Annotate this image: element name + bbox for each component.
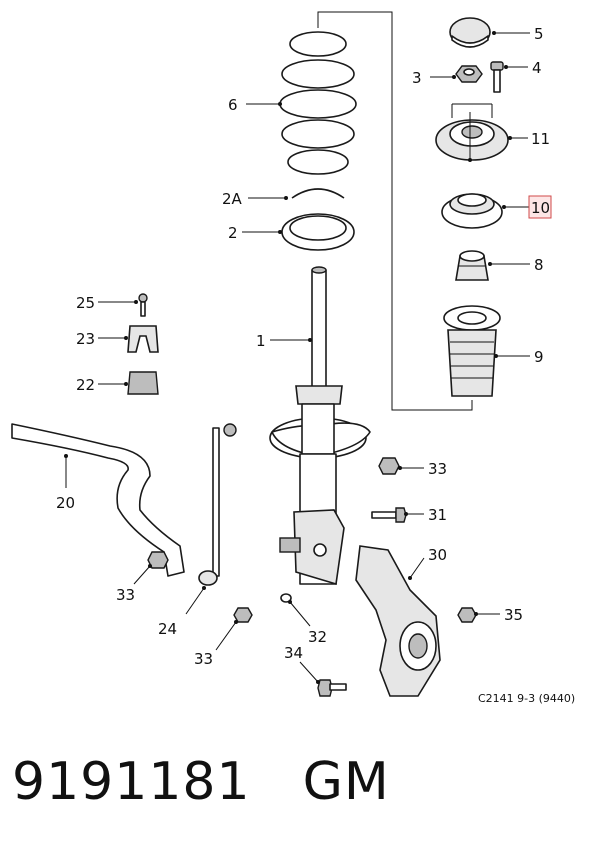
- callout-1: 1: [256, 332, 266, 350]
- callout-2: 2: [228, 224, 238, 242]
- part-4-bolt: [490, 61, 504, 93]
- callout-33-upper: 33: [428, 460, 447, 478]
- part-number: 9191181: [12, 752, 251, 812]
- callout-23: 23: [76, 330, 95, 348]
- part-22-bushing: [127, 371, 159, 395]
- callout-8: 8: [534, 256, 544, 274]
- callout-2a: 2A: [222, 190, 243, 208]
- part-33-nut-upper: [378, 457, 400, 475]
- part-32-washer: [280, 593, 292, 603]
- part-35-nut: [457, 607, 477, 623]
- callout-33-lower: 33: [194, 650, 213, 668]
- part-5-dust-cap: [449, 17, 491, 48]
- assembly-frame-line: [317, 11, 473, 411]
- part-33-nut-lower: [233, 607, 253, 623]
- part-3-nut: [455, 65, 483, 83]
- callout-4: 4: [532, 59, 542, 77]
- part-1-strut-assembly: [269, 266, 371, 586]
- callout-30: 30: [428, 546, 447, 564]
- part-24-stabilizer-link: [198, 423, 237, 586]
- brand-label: GM: [302, 752, 390, 812]
- callout-5: 5: [534, 25, 544, 43]
- part-6-coil-spring: [279, 31, 357, 175]
- callout-10: 10: [531, 199, 550, 217]
- part-number-footer: 9191181 GM: [12, 752, 592, 832]
- callout-10-highlight: [528, 195, 552, 219]
- part-20-stabilizer-bar: [11, 423, 185, 577]
- part-25-bolt: [138, 293, 148, 317]
- part-9-dust-boot: [443, 305, 501, 397]
- part-10-bearing: [441, 193, 503, 229]
- callout-35: 35: [504, 606, 523, 624]
- part-2-spring-seat: [281, 213, 355, 251]
- diagram-caption: C2141 9-3 (9440): [478, 692, 575, 705]
- part-2a-insulator-clip: [291, 188, 345, 199]
- part-8-bump-stop: [455, 250, 489, 281]
- callout-25: 25: [76, 294, 95, 312]
- callout-34: 34: [284, 644, 303, 662]
- callout-22: 22: [76, 376, 95, 394]
- callout-24: 24: [158, 620, 177, 638]
- part-33-nut-left: [147, 551, 169, 569]
- part-31-bolt: [371, 507, 407, 523]
- callout-labels: 5 4 3 11 10 8 9 6 2A 2 1 25 23 22 20 33 …: [56, 25, 550, 668]
- callout-11: 11: [531, 130, 550, 148]
- part-34-bolt: [317, 679, 347, 697]
- callout-9: 9: [534, 348, 544, 366]
- part-11-strut-mount: [435, 103, 509, 162]
- callout-3: 3: [412, 69, 422, 87]
- callout-33-left: 33: [116, 586, 135, 604]
- part-30-steering-knuckle: [355, 545, 441, 697]
- part-23-clamp-bracket: [127, 325, 159, 353]
- callout-32: 32: [308, 628, 327, 646]
- leader-lines: [64, 31, 530, 684]
- callout-31: 31: [428, 506, 447, 524]
- callout-6: 6: [228, 96, 238, 114]
- callout-20: 20: [56, 494, 75, 512]
